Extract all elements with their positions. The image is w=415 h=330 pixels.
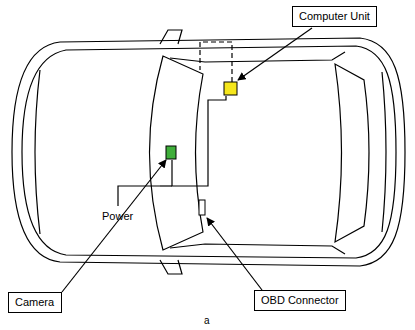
- leader-arrow: [62, 160, 166, 292]
- power-wire: [118, 186, 160, 206]
- hood-line: [35, 70, 40, 234]
- camera-device: [166, 146, 176, 159]
- label-box: Computer Unit: [292, 6, 377, 27]
- side-window: [170, 52, 345, 62]
- label-text: OBD Connector: [261, 294, 339, 307]
- obd-connector: [199, 200, 205, 215]
- label-box: OBD Connector: [254, 290, 346, 311]
- wire: [172, 96, 226, 186]
- label-box: Camera: [8, 292, 62, 313]
- wire: [160, 185, 172, 186]
- leader-arrow: [207, 218, 262, 290]
- side-window: [170, 244, 345, 254]
- car-body: [12, 38, 405, 266]
- dashed-cable: [200, 42, 232, 82]
- label-text: Camera: [15, 296, 55, 309]
- mirror: [160, 260, 182, 274]
- car-body-inner: [22, 46, 396, 258]
- leader-arrow: [238, 28, 312, 80]
- label-text: Computer Unit: [299, 10, 370, 23]
- trunk-line: [382, 72, 386, 232]
- computer-unit: [224, 82, 237, 95]
- power-label: Power: [102, 210, 133, 223]
- figure-label: a: [204, 314, 210, 327]
- windshield: [150, 56, 204, 250]
- mirror: [160, 30, 182, 44]
- rear-window: [335, 64, 369, 242]
